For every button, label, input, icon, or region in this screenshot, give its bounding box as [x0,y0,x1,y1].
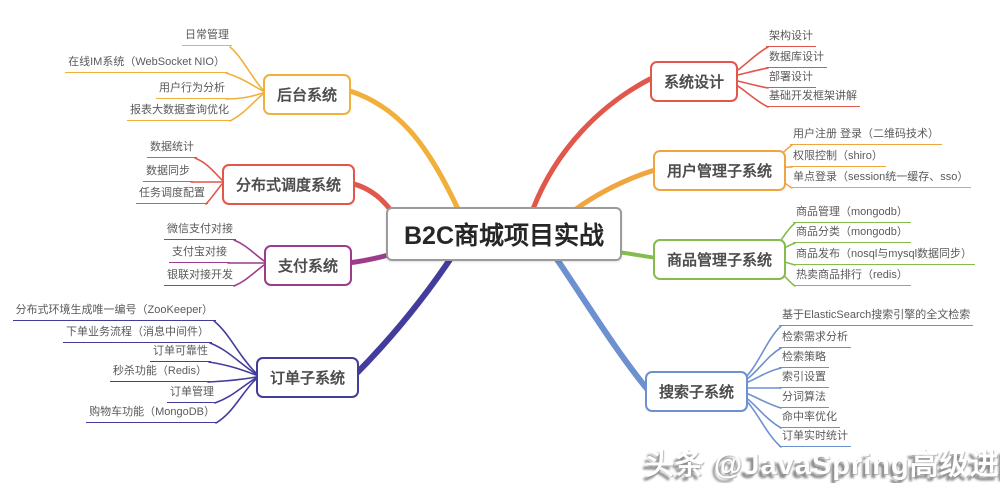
branch-curve-scheduler [347,180,395,215]
leaf-connector [209,342,257,375]
leaf-connector [215,378,257,424]
leaf-item[interactable]: 用户行为分析 [156,81,228,99]
leaf-item[interactable]: 购物车功能（MongoDB） [86,405,218,423]
leaf-item[interactable]: 任务调度配置 [136,186,208,204]
leaf-connector [213,320,257,374]
branch-node-search[interactable]: 搜索子系统 [645,371,749,412]
leaf-item[interactable]: 微信支付对接 [164,222,236,240]
leaf-item[interactable]: 报表大数据查询优化 [127,103,232,121]
leaf-item[interactable]: 商品发布（nosql与mysql数据同步） [793,247,976,265]
leaf-item[interactable]: 订单管理 [167,385,217,403]
leaf-connector [225,72,264,92]
branch-node-order[interactable]: 订单子系统 [256,357,360,398]
leaf-item[interactable]: 热卖商品排行（redis） [793,268,911,286]
leaf-item[interactable]: 索引设置 [779,370,829,388]
branch-node-scheduler[interactable]: 分布式调度系统 [222,164,356,205]
branch-node-payment[interactable]: 支付系统 [264,245,353,286]
leaf-connector [208,361,257,376]
leaf-item[interactable]: 秒杀功能（Redis） [109,364,210,382]
leaf-connector [233,264,265,287]
leaf-item[interactable]: 日常管理 [182,28,232,46]
branch-curve-search [549,249,651,393]
leaf-item[interactable]: 数据统计 [147,140,197,158]
branch-node-design[interactable]: 系统设计 [650,61,739,102]
branch-node-product[interactable]: 商品管理子系统 [653,239,787,280]
leaf-connector [229,46,264,91]
leaf-item[interactable]: 在线IM系统（WebSocket NIO） [65,55,228,73]
leaf-connector [233,239,265,262]
leaf-connector [229,93,264,122]
leaf-item[interactable]: 订单可靠性 [150,344,211,362]
leaf-connector [205,183,223,205]
branch-curve-design [530,76,653,212]
leaf-item[interactable]: 数据库设计 [766,50,827,68]
leaf-item[interactable]: 部署设计 [766,70,816,88]
leaf-item[interactable]: 订单实时统计 [779,429,851,447]
leaf-item[interactable]: 分布式环境生成唯一编号（ZooKeeper） [12,303,216,321]
leaf-item[interactable]: 商品分类（mongodb） [793,225,911,243]
leaf-item[interactable]: 数据同步 [143,164,193,182]
leaf-item[interactable]: 权限控制（shiro） [790,149,886,167]
leaf-item[interactable]: 检索策略 [779,350,829,368]
leaf-item[interactable]: 检索需求分析 [779,330,851,348]
leaf-item[interactable]: 基于ElasticSearch搜索引擎的全文检索 [779,308,974,326]
leaf-connector [214,377,257,404]
leaf-item[interactable]: 支付宝对接 [169,245,230,263]
leaf-item[interactable]: 分词算法 [779,390,829,408]
leaf-item[interactable]: 架构设计 [766,29,816,47]
branch-curve-order [349,249,458,381]
leaf-item[interactable]: 用户注册 登录（二维码技术） [790,127,943,145]
leaf-item[interactable]: 命中率优化 [779,410,840,428]
leaf-item[interactable]: 单点登录（session统一缓存、sso） [790,170,972,188]
watermark-text: 头条 @JavaSpring高级进阶 [645,449,1000,481]
leaf-connector [225,92,264,100]
central-topic[interactable]: B2C商城项目实战 [386,207,623,261]
leaf-item[interactable]: 银联对接开发 [164,268,236,286]
branch-node-backend[interactable]: 后台系统 [263,74,352,115]
leaf-item[interactable]: 下单业务流程（消息中间件） [63,325,212,343]
leaf-item[interactable]: 基础开发框架讲解 [766,89,860,107]
branch-curve-backend [347,88,461,212]
leaf-connector [207,376,257,383]
branch-node-user[interactable]: 用户管理子系统 [653,150,787,191]
leaf-connector [194,157,223,181]
branch-curve-user [573,166,661,212]
leaf-item[interactable]: 商品管理（mongodb） [793,205,911,223]
